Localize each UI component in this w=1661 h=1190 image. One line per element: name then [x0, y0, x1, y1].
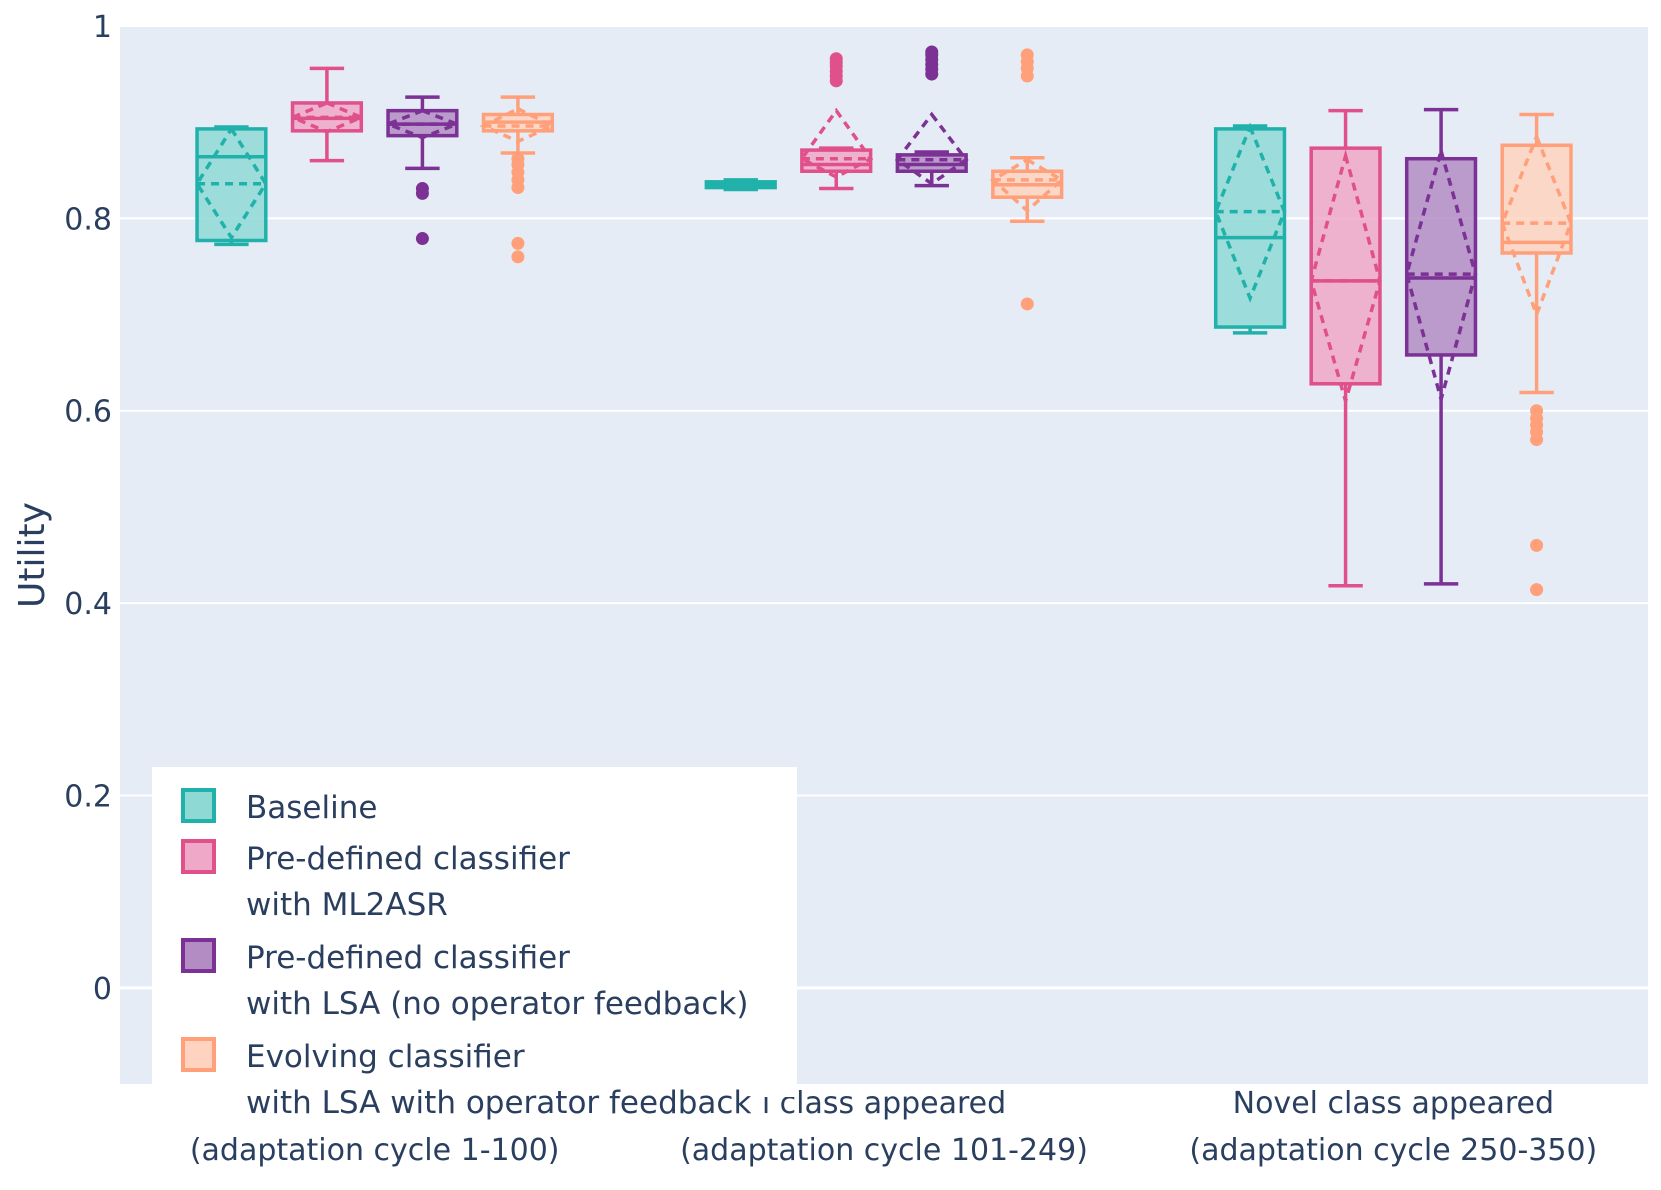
sd-diamond [1500, 131, 1573, 320]
legend-swatch [181, 788, 216, 823]
box-body [1404, 156, 1478, 357]
sd-diamond [1404, 144, 1478, 406]
box-body [800, 148, 873, 173]
box-2-2 [1404, 107, 1478, 586]
legend-background [152, 767, 797, 1097]
sd-diamond [894, 111, 969, 186]
y-tick-labels: 0 0.2 0.4 0.6 0.8 1 [64, 10, 112, 1007]
y-axis-title: Utility [12, 502, 53, 608]
box-3-0 [479, 95, 557, 264]
outlier-point [1530, 538, 1544, 552]
box-body [1309, 146, 1382, 386]
y-tick-label: 0.4 [64, 587, 112, 622]
legend-label: Pre-defined classifier [246, 841, 570, 877]
sd-diamond [1213, 122, 1287, 303]
box-traces [194, 45, 1573, 597]
box-2-0 [383, 95, 462, 246]
x-tick-labels: (adaptation cycle 1-100) l class appeared… [190, 1086, 1597, 1168]
legend-item[interactable]: Pre-defined classifier with ML2ASR [181, 839, 570, 923]
x-tick-label: (adaptation cycle 1-100) [190, 1133, 560, 1168]
outlier-point [511, 236, 525, 250]
x-tick-label: (adaptation cycle 101-249) [680, 1133, 1088, 1168]
sd-diamond [1309, 149, 1382, 408]
sd-diamond [383, 108, 462, 140]
legend-label: with ML2ASR [246, 887, 448, 923]
y-tick-label: 0 [93, 972, 112, 1007]
sd-diamond [288, 101, 366, 134]
sd-diamond [194, 125, 268, 241]
box-2-1 [894, 45, 969, 188]
legend-label: Baseline [246, 790, 377, 826]
sd-diamond [706, 181, 776, 189]
y-tick-label: 0.2 [64, 779, 112, 814]
box-1-1 [799, 52, 874, 191]
box-3-1 [989, 48, 1065, 311]
sd-diamond [479, 106, 557, 144]
sd-diamond [989, 157, 1065, 214]
legend-item[interactable]: Pre-defined classifier with LSA (no opera… [181, 938, 748, 1022]
box-body [1500, 143, 1573, 255]
outlier-point [415, 182, 429, 196]
legend-item[interactable]: Evolving classifier with LSA with operato… [181, 1037, 751, 1121]
box-3-2 [1500, 112, 1573, 597]
legend-item[interactable]: Baseline [181, 788, 377, 826]
x-tick-label: Novel class appeared [1233, 1086, 1554, 1121]
legend-label: Evolving classifier [246, 1039, 525, 1075]
sd-diamond [799, 107, 874, 179]
legend-swatch [181, 839, 216, 874]
outlier-point [1020, 297, 1034, 311]
outlier-point [511, 250, 525, 264]
legend-label: with LSA with operator feedback [246, 1085, 751, 1121]
x-tick-label: l class appeared [762, 1086, 1006, 1121]
outlier-point [1020, 48, 1034, 62]
box-0-2 [1213, 122, 1287, 335]
box-0-0 [194, 125, 268, 247]
legend-label: Pre-defined classifier [246, 940, 570, 976]
legend-swatch [181, 1037, 216, 1072]
y-tick-label: 0.6 [64, 395, 112, 430]
outlier-point [1530, 583, 1544, 597]
outlier-point [829, 52, 843, 66]
x-tick-label: (adaptation cycle 250-350) [1189, 1133, 1597, 1168]
box-0-1 [704, 178, 777, 192]
legend-label: with LSA (no operator feedback) [246, 986, 748, 1022]
box-1-0 [288, 66, 366, 163]
y-tick-label: 0.8 [64, 202, 112, 237]
box-1-2 [1309, 108, 1382, 588]
outlier-point [925, 45, 939, 59]
y-tick-label: 1 [93, 10, 112, 45]
outlier-point [1530, 404, 1544, 418]
outlier-point [415, 232, 429, 246]
outlier-point [511, 152, 525, 166]
legend-swatch [181, 938, 216, 973]
